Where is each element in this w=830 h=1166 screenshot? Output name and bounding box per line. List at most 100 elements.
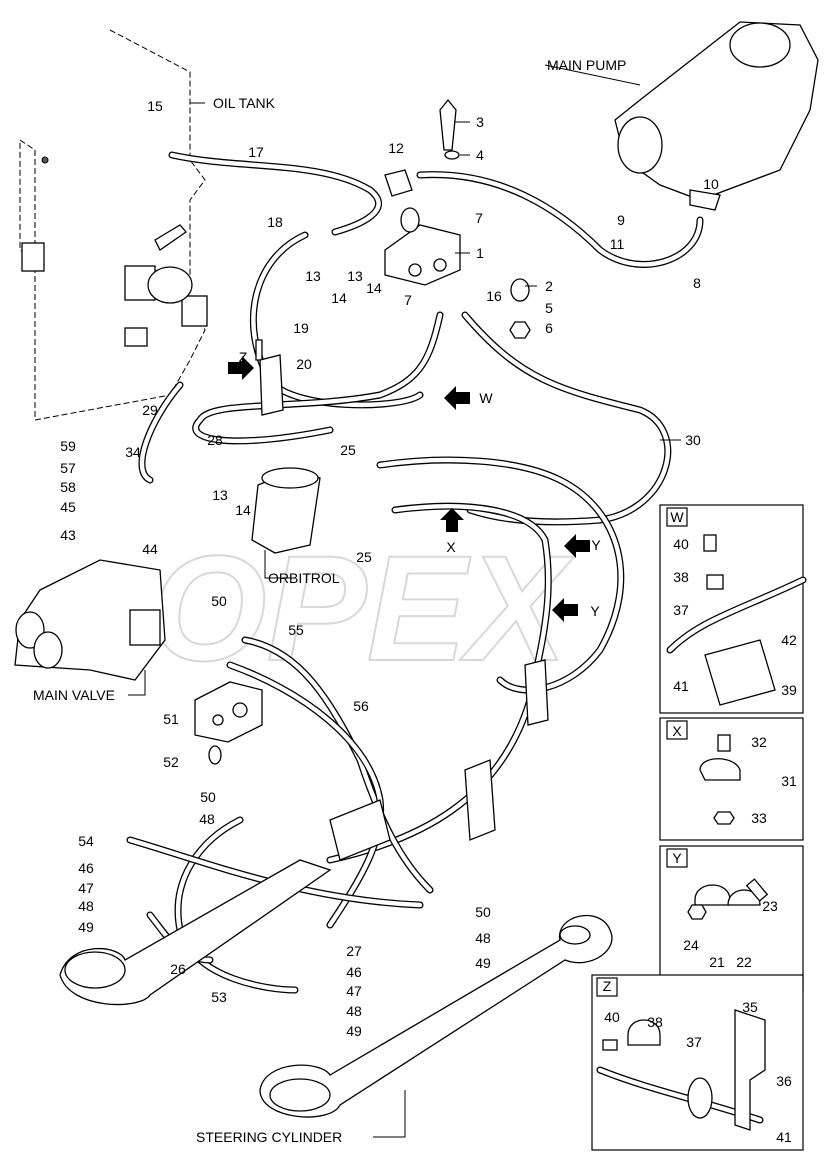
callout-14: 14 — [235, 502, 251, 518]
callout-25: 25 — [340, 442, 356, 458]
callout-34: 34 — [125, 444, 141, 460]
callout-26: 26 — [170, 961, 186, 977]
callout-15: 15 — [147, 98, 163, 114]
callout-4: 4 — [476, 147, 484, 163]
label-main-pump: MAIN PUMP — [547, 57, 626, 73]
callout-1: 1 — [476, 245, 484, 261]
label-orbitrol: ORBITROL — [268, 570, 340, 586]
watermark: OPEX — [150, 524, 575, 692]
callout-57: 57 — [60, 460, 76, 476]
callout-29: 29 — [142, 402, 158, 418]
callout-14: 14 — [366, 280, 382, 296]
callout-X: X — [446, 539, 456, 555]
label-oil-tank: OIL TANK — [213, 95, 276, 111]
detail-z-callout-36: 36 — [776, 1073, 792, 1089]
detail-view-z-title: Z — [603, 978, 612, 994]
callout-47: 47 — [78, 880, 94, 896]
callout-27: 27 — [346, 943, 362, 959]
callout-55: 55 — [288, 622, 304, 638]
callout-18: 18 — [267, 214, 283, 230]
detail-view-w-title: W — [670, 509, 684, 525]
callout-58: 58 — [60, 479, 76, 495]
leader-lines — [128, 64, 681, 1138]
detail-y-callout-24: 24 — [683, 937, 699, 953]
callout-13: 13 — [305, 268, 321, 284]
detail-y-callout-21: 21 — [709, 954, 725, 970]
detail-z-callout-35: 35 — [742, 999, 758, 1015]
callout-49: 49 — [475, 955, 491, 971]
detail-w-callout-39: 39 — [781, 682, 797, 698]
detail-z-callout-40: 40 — [604, 1009, 620, 1025]
detail-z-callout-37: 37 — [686, 1034, 702, 1050]
callout-20: 20 — [296, 356, 312, 372]
steering-cylinders — [59, 659, 613, 1118]
callout-52: 52 — [163, 754, 179, 770]
callout-W: W — [479, 390, 493, 406]
callout-17: 17 — [248, 144, 264, 160]
callout-51: 51 — [163, 711, 179, 727]
callout-25: 25 — [356, 549, 372, 565]
callout-54: 54 — [78, 833, 94, 849]
callout-50: 50 — [475, 904, 491, 920]
detail-w-callout-40: 40 — [673, 536, 689, 552]
detail-view-x-title: X — [672, 723, 682, 739]
oil-tank — [19, 29, 208, 421]
detail-view-y — [659, 845, 804, 991]
callout-Z: Z — [239, 349, 248, 365]
steering-valve-block — [255, 98, 531, 416]
callout-Y: Y — [591, 537, 601, 553]
main-pump — [614, 21, 819, 211]
callout-30: 30 — [685, 432, 701, 448]
callout-43: 43 — [60, 527, 76, 543]
callouts: 34127125616713141314151718192029282530WZ… — [60, 98, 797, 1145]
detail-view-y-title: Y — [672, 850, 682, 866]
callout-49: 49 — [78, 919, 94, 935]
callout-19: 19 — [293, 320, 309, 336]
callout-14: 14 — [331, 290, 347, 306]
callout-7: 7 — [404, 292, 412, 308]
callout-6: 6 — [545, 320, 553, 336]
callout-7: 7 — [475, 210, 483, 226]
callout-28: 28 — [207, 432, 223, 448]
detail-w-callout-41: 41 — [673, 678, 689, 694]
callout-Y: Y — [590, 603, 600, 619]
callout-59: 59 — [60, 438, 76, 454]
callout-50: 50 — [200, 789, 216, 805]
callout-48: 48 — [199, 811, 215, 827]
detail-w-callout-38: 38 — [673, 569, 689, 585]
main-valve — [14, 559, 166, 681]
view-arrows — [228, 356, 590, 622]
callout-53: 53 — [211, 989, 227, 1005]
callout-44: 44 — [142, 541, 158, 557]
callout-46: 46 — [346, 964, 362, 980]
callout-48: 48 — [346, 1003, 362, 1019]
callout-16: 16 — [486, 288, 502, 304]
callout-48: 48 — [78, 898, 94, 914]
detail-z-callout-38: 38 — [647, 1014, 663, 1030]
callout-3: 3 — [476, 114, 484, 130]
detail-view-z — [591, 974, 804, 1151]
label-main-valve: MAIN VALVE — [33, 687, 115, 703]
callout-49: 49 — [346, 1023, 362, 1039]
detail-x-callout-33: 33 — [751, 810, 767, 826]
callout-12: 12 — [388, 140, 404, 156]
callout-13: 13 — [347, 268, 363, 284]
callout-11: 11 — [610, 236, 625, 252]
detail-x-callout-32: 32 — [751, 734, 767, 750]
orbitrol — [251, 467, 321, 554]
callout-10: 10 — [703, 176, 719, 192]
detail-w-callout-37: 37 — [673, 602, 689, 618]
label-steering-cylinder: STEERING CYLINDER — [196, 1129, 342, 1145]
callout-2: 2 — [545, 278, 553, 294]
callout-46: 46 — [78, 860, 94, 876]
callout-50: 50 — [211, 593, 227, 609]
callout-48: 48 — [475, 930, 491, 946]
callout-9: 9 — [617, 212, 625, 228]
callout-45: 45 — [60, 499, 76, 515]
callout-47: 47 — [346, 983, 362, 999]
callout-8: 8 — [693, 275, 701, 291]
detail-y-callout-23: 23 — [762, 898, 778, 914]
relief-block — [194, 681, 263, 765]
